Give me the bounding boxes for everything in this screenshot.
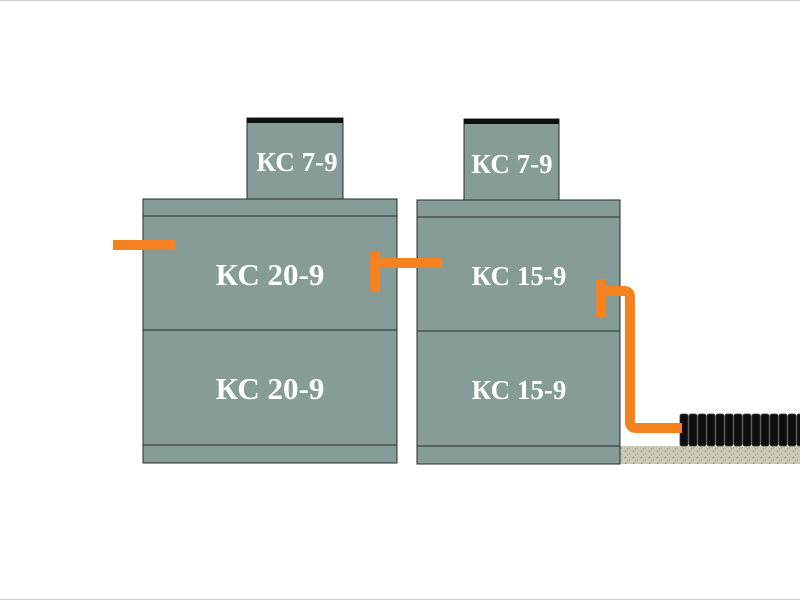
infiltrator-rib [715,413,725,447]
infiltrator-rib [706,413,716,447]
left-top-slab [142,198,398,217]
right-tank: КС 7-9 КС 15-9 КС 15-9 [416,118,621,465]
infiltrator-rib [760,413,770,447]
right-bottom-slab [416,445,621,465]
left-manhole-lid [247,118,343,123]
right-upper-ring [416,216,621,332]
inlet-pipe [113,240,175,250]
infiltrator-rib [688,413,698,447]
infiltrator-rib [769,413,779,447]
infiltrator-tunnel [679,413,800,447]
overflow-tee-vertical [370,252,380,292]
infiltrator-rib [697,413,707,447]
left-neck-label: КС 7-9 [256,147,337,177]
infiltrator-rib [751,413,761,447]
right-neck-ring [463,118,560,201]
right-manhole-lid [464,119,559,124]
infiltrator-rib [724,413,734,447]
left-tank: КС 7-9 КС 20-9 КС 20-9 [142,117,398,464]
right-upper-ring-label: КС 15-9 [472,261,567,291]
overflow-pipe [380,258,442,268]
gravel-bed [620,446,800,464]
left-bottom-slab [142,444,398,464]
left-lower-ring-label: КС 20-9 [216,371,325,406]
infiltrator-rib [733,413,743,447]
infiltrator-rib [742,413,752,447]
right-lower-ring [416,330,621,447]
left-upper-ring-label: КС 20-9 [216,257,325,292]
infiltrator-rib [796,413,800,447]
right-top-slab [416,199,621,218]
infiltrator-rib [787,413,797,447]
left-lower-ring [142,329,398,446]
pipes [113,240,682,433]
left-upper-ring [142,215,398,331]
right-neck-label: КС 7-9 [471,149,552,179]
outlet-tee-vertical [596,279,606,317]
right-lower-ring-label: КС 15-9 [472,375,567,405]
outlet-pipe [606,286,682,433]
infiltrator-rib [778,413,788,447]
